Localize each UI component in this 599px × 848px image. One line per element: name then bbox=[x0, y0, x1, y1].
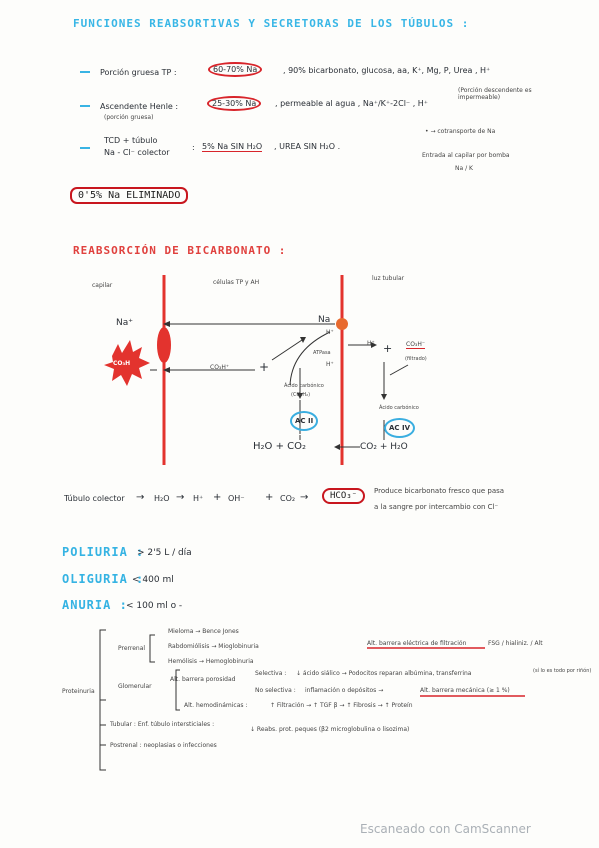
label-capilar: capilar bbox=[92, 282, 113, 289]
tubular-label: Tubular : Enf. túbulo intersticiales : bbox=[110, 721, 215, 728]
eliminated-box: 0'5% Na ELIMINADO bbox=[70, 187, 189, 204]
acid1: Ácido carbónico bbox=[284, 383, 324, 389]
poliuria-label: POLIURIA : bbox=[62, 545, 145, 559]
poliuria-value: > 2'5 L / día bbox=[137, 548, 192, 558]
atpasa: ATPasa bbox=[313, 350, 331, 356]
plus2: + bbox=[383, 342, 393, 355]
acid1-sub: (CO₃H₂) bbox=[291, 392, 311, 398]
row2-rest: , permeable al agua , Na⁺/K⁺-2Cl⁻ , H⁺ bbox=[275, 99, 429, 108]
row3-label2: Na - Cl⁻ colector bbox=[104, 148, 170, 157]
hemodinamicas-text: ↑ Filtración → ↑ TGF β → ↑ Fibrosis → ↑ … bbox=[270, 702, 413, 709]
colector-oh: OH⁻ bbox=[228, 494, 245, 503]
colector-note1: Produce bicarbonato fresco que pasa bbox=[374, 487, 505, 495]
postrenal-label: Postrenal : neoplasias o infecciones bbox=[110, 742, 217, 749]
row2-label: Ascendente Henle : bbox=[100, 102, 179, 111]
ac4-circle: AC IV bbox=[384, 418, 416, 438]
glomerular-sel-text: ↓ ácido siálico → Podocitos reparan albú… bbox=[296, 670, 472, 677]
colector-plus2: + bbox=[265, 492, 274, 503]
na-right: Na bbox=[318, 315, 331, 325]
camscanner-watermark: Escaneado con CamScanner bbox=[360, 822, 531, 836]
colector-arrow3: → bbox=[300, 492, 309, 503]
section1-title: FUNCIONES REABSORTIVAS Y SECRETORAS DE L… bbox=[73, 17, 470, 30]
prerrenal-label: Prerrenal bbox=[118, 645, 146, 652]
alt-mecanica: Alt. barrera mecánica (≥ 1 %) bbox=[420, 687, 510, 694]
no-selectiva-text: inflamación o depósitos → bbox=[305, 687, 384, 694]
colector-note2: a la sangre por intercambio con Cl⁻ bbox=[374, 503, 499, 511]
row3-rest: , UREA SIN H₂O . bbox=[274, 142, 341, 151]
row2-highlight: 25-30% Na bbox=[207, 96, 262, 111]
proteinuria-root: Proteinuria bbox=[62, 688, 95, 695]
h-a: H⁺ bbox=[326, 329, 334, 336]
ac2-circle: AC II bbox=[290, 411, 319, 431]
hemolisis-text: Hemólisis → Hemoglobinuria bbox=[168, 658, 254, 665]
h-b: H⁺ bbox=[326, 361, 334, 368]
filtered: (filtrado) bbox=[405, 356, 427, 362]
oliguria-value: < 400 ml bbox=[132, 575, 174, 585]
row3-note2: Entrada al capilar por bomba bbox=[422, 152, 510, 159]
barrera-porosidad: Alt. barrera porosidad bbox=[170, 676, 236, 683]
exchanger-dot bbox=[336, 318, 348, 330]
colector-co2: CO₂ bbox=[280, 494, 296, 503]
barrera-electrica: Alt. barrera eléctrica de filtración bbox=[367, 640, 467, 647]
label-cells: células TP y AH bbox=[213, 279, 260, 286]
rabdo-text: Rabdomiólisis → Mioglobinuria bbox=[168, 643, 259, 650]
acid2: Ácido carbónico bbox=[379, 405, 419, 411]
h-lumen: H⁺ bbox=[367, 340, 375, 347]
na-left: Na⁺ bbox=[116, 318, 133, 328]
oliguria-label: OLIGURIA : bbox=[62, 572, 145, 586]
mieloma-text: Mieloma → Bence Jones bbox=[168, 628, 239, 635]
label-lumen: luz tubular bbox=[372, 275, 405, 282]
row1-label: Porción gruesa TP : bbox=[100, 68, 177, 77]
row3-colon: : bbox=[192, 143, 195, 152]
anuria-label: ANURIA : bbox=[62, 598, 128, 612]
glomerular-selectiva: Selectiva : bbox=[255, 670, 287, 677]
capillary-pump bbox=[157, 327, 171, 363]
tubular-text: ↓ Reabs. prot. peques (β2 microglobulina… bbox=[250, 726, 410, 733]
row3-note3: Na / K bbox=[455, 165, 473, 172]
hco3-box: HCO₃⁻ bbox=[322, 488, 366, 504]
section2-title: REABSORCIÓN DE BICARBONATO : bbox=[73, 244, 287, 257]
colector-h: H⁺ bbox=[193, 494, 204, 503]
colector-label: Túbulo colector bbox=[64, 494, 125, 503]
row1-rest: , 90% bicarbonato, glucosa, aa, K⁺, Mg, … bbox=[283, 66, 491, 75]
row3-label1: TCD + túbulo bbox=[104, 136, 158, 145]
anuria-value: < 100 ml o - bbox=[126, 601, 183, 611]
glomerular-label: Glomerular bbox=[118, 683, 152, 690]
fsg-text: FSG / hialiniz. / Alt bbox=[488, 640, 543, 647]
row3-highlight: 5% Na SIN H₂O bbox=[202, 142, 263, 152]
hemodinamicas-label: Alt. hemodinámicas : bbox=[184, 702, 248, 709]
co3h-lumen: CO₃H⁻ bbox=[406, 341, 425, 349]
colector-h2o: H₂O bbox=[154, 494, 170, 503]
co3h-starburst bbox=[104, 340, 150, 386]
row2-note: (Porción descendente es impermeable) bbox=[458, 87, 532, 101]
plus1: + bbox=[259, 360, 270, 374]
row2-sublabel: (porción gruesa) bbox=[104, 114, 154, 121]
colector-arrow2: → bbox=[176, 492, 185, 503]
row3-note1: • → cotransporte de Na bbox=[425, 128, 496, 135]
bottom-right: CO₂ + H₂O bbox=[360, 442, 408, 452]
co3h-mid: CO₃H⁺ bbox=[210, 364, 229, 371]
row1-highlight: 60-70% Na bbox=[208, 62, 263, 77]
co3h-left: CO₃H bbox=[113, 360, 131, 367]
no-selectiva-label: No selectiva : bbox=[255, 687, 296, 694]
colector-arrow1: → bbox=[136, 492, 145, 503]
glomerular-sel-note: (sí lo es todo por riñón) bbox=[533, 668, 592, 674]
bottom-left: H₂O + CO₂ bbox=[253, 441, 306, 452]
colector-plus: + bbox=[213, 492, 222, 503]
